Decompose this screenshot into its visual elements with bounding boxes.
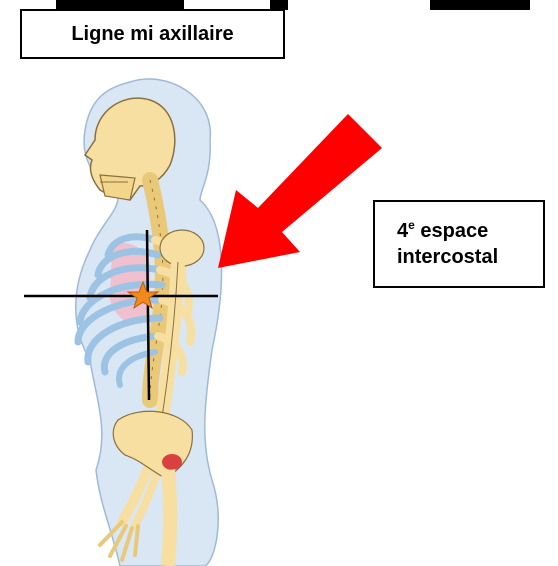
red-arrow-icon (218, 114, 382, 268)
femur (168, 470, 170, 566)
intercostal-line1: 4e espace (397, 212, 543, 244)
hip-joint (162, 454, 182, 470)
jaw (100, 175, 135, 200)
intercostal-line2: intercostal (397, 244, 543, 270)
intercostal-label-box: 4e espace intercostal (373, 200, 545, 288)
